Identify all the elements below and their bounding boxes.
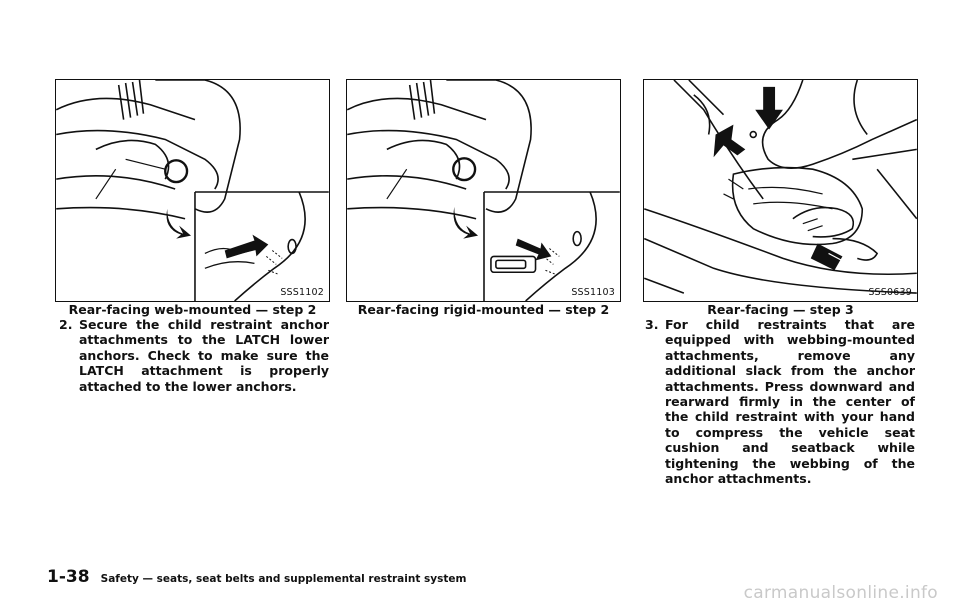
illustration-press-seat: [644, 80, 917, 294]
section-title: Safety — seats, seat belts and supplemen…: [100, 573, 467, 585]
figure-step3: SSS0639: [643, 79, 918, 302]
step-text: Secure the child restraint anchor attach…: [79, 317, 329, 394]
figure-code: SSS0639: [868, 287, 912, 298]
figure-rigid-mounted-step2: SSS1103: [346, 79, 621, 302]
figure-web-mounted-step2: SSS1102: [55, 79, 330, 302]
figure-caption: Rear-facing rigid-mounted — step 2: [357, 302, 610, 317]
step-number: 3.: [645, 317, 659, 332]
figure-code: SSS1103: [571, 287, 615, 298]
page-footer: 1-38 Safety — seats, seat belts and supp…: [47, 567, 466, 587]
step-2-instruction: 2. Secure the child restraint anchor att…: [59, 317, 329, 394]
watermark: carmanualsonline.info: [743, 583, 938, 603]
illustration-web-mounted: [56, 80, 329, 301]
page-number: 1-38: [47, 567, 90, 587]
figure-caption: Rear-facing — step 3: [707, 302, 854, 317]
illustration-rigid-mounted: [347, 80, 620, 301]
step-text: For child restraints that are equipped w…: [665, 317, 915, 487]
figure-caption: Rear-facing web-mounted — step 2: [68, 302, 317, 317]
figure-code: SSS1102: [280, 287, 324, 298]
step-number: 2.: [59, 317, 73, 332]
step-3-instruction: 3. For child restraints that are equippe…: [645, 317, 915, 486]
